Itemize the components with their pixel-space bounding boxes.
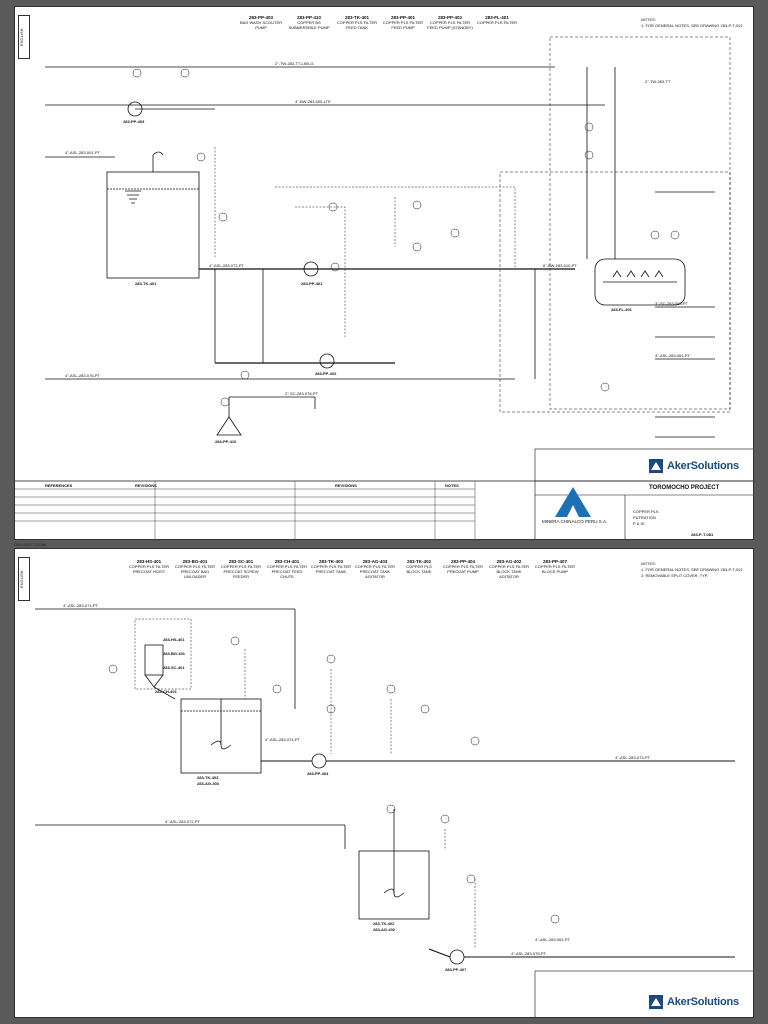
precoat-tank-tag: 283-TK-403: [197, 775, 219, 780]
drawing-number: 283-P-T-081: [691, 532, 714, 537]
notes-block: NOTES: 1. FOR GENERAL NOTES, SEE DRAWING…: [641, 561, 743, 578]
project-title: TOROMOCHO PROJECT: [649, 485, 720, 491]
tank-tk-401: [106, 171, 200, 279]
notes-block-title: NOTES: [445, 483, 459, 488]
line-label: 4"-ASL-283-075-PT: [511, 951, 546, 956]
pid-drawing: [35, 608, 753, 1017]
bag-unloader: [144, 644, 164, 676]
revisions-title: REVISIONS: [135, 483, 157, 488]
references-title: REFERENCES: [45, 483, 73, 488]
line-label: 4"-ASL-283-072-PT: [209, 263, 244, 268]
client-name: MINERA CHINALCO PERU S.A.: [542, 519, 608, 524]
sump-pump-tag: 283-PP-410: [215, 439, 237, 444]
filter-tag: 283-FL-401: [611, 307, 632, 312]
pump-pp-410: [216, 416, 242, 436]
line-label: 2"-TW-283-TT-LSB-G: [275, 61, 314, 66]
screw-tag: 283-SC-401: [163, 665, 185, 670]
tank-tag: 283-TK-401: [135, 281, 157, 286]
line-label: 4"-ASL-283-074-PT: [265, 737, 300, 742]
aker-logo-icon: [649, 459, 663, 473]
pid-drawing: [15, 36, 753, 539]
line-label: 4"-ASL-283-061-PT: [535, 937, 570, 942]
filter-fl-401: [594, 258, 686, 306]
hoist-tag: 283-HS-401: [163, 637, 185, 642]
aker-logo: AkerSolutions: [649, 459, 739, 473]
block-agitator-tag: 283-AG-402: [373, 927, 396, 932]
line-label: 4"-ASL-283-061-PT: [655, 353, 690, 358]
footnote: D09-4052 7/2/046: [14, 542, 47, 547]
booster-tag: 283-PP-403: [123, 119, 145, 124]
pump-pp-401: [303, 261, 319, 277]
pump-pp-402: [319, 353, 335, 369]
pump-pp-407: [449, 949, 465, 965]
aker-logo: AkerSolutions: [649, 995, 739, 1009]
line-label: 2"-TW-283-TT: [645, 79, 671, 84]
line-label: 4"-ASL-283-001-PT: [65, 150, 100, 155]
line-label: 4"-ASL-283-071-PT: [63, 603, 98, 608]
line-label: 4"-ASL-283-073-PT: [615, 755, 650, 760]
line-label: 6"-BW-283-010-PT: [543, 263, 577, 268]
line-label: 4"-ASL-283-076-PT: [65, 373, 100, 378]
block-tank-tag: 283-TK-402: [373, 921, 395, 926]
precoat-pump-tag: 283-PP-404: [307, 771, 329, 776]
pump-b-tag: 283-PP-402: [315, 371, 337, 376]
aker-logo-icon: [649, 995, 663, 1009]
pump-a-tag: 283-PP-401: [301, 281, 323, 286]
pump-pp-404: [311, 753, 327, 769]
drawing-title: COPPER PLS FILTRATION P & ID: [633, 509, 659, 526]
line-label: 4"-BW-283-005-LTE: [295, 99, 331, 104]
line-label: 3"-SC-283-050-PT: [655, 301, 688, 306]
revisions-title-2: REVISIONS: [335, 483, 357, 488]
notes-block: NOTES: 1. FOR GENERAL NOTES, SEE DRAWING…: [641, 17, 743, 28]
chute-tag: 283-CH-401: [155, 689, 177, 694]
bag-tag: 283-BG-401: [163, 651, 186, 656]
block-pump-tag: 283-PP-407: [445, 967, 467, 972]
line-label: 4"-ASL-283-072-PT: [165, 819, 200, 824]
line-label: 2"-SC-283-076-PT: [285, 391, 318, 396]
precoat-agitator-tag: 283-AG-403: [197, 781, 220, 786]
